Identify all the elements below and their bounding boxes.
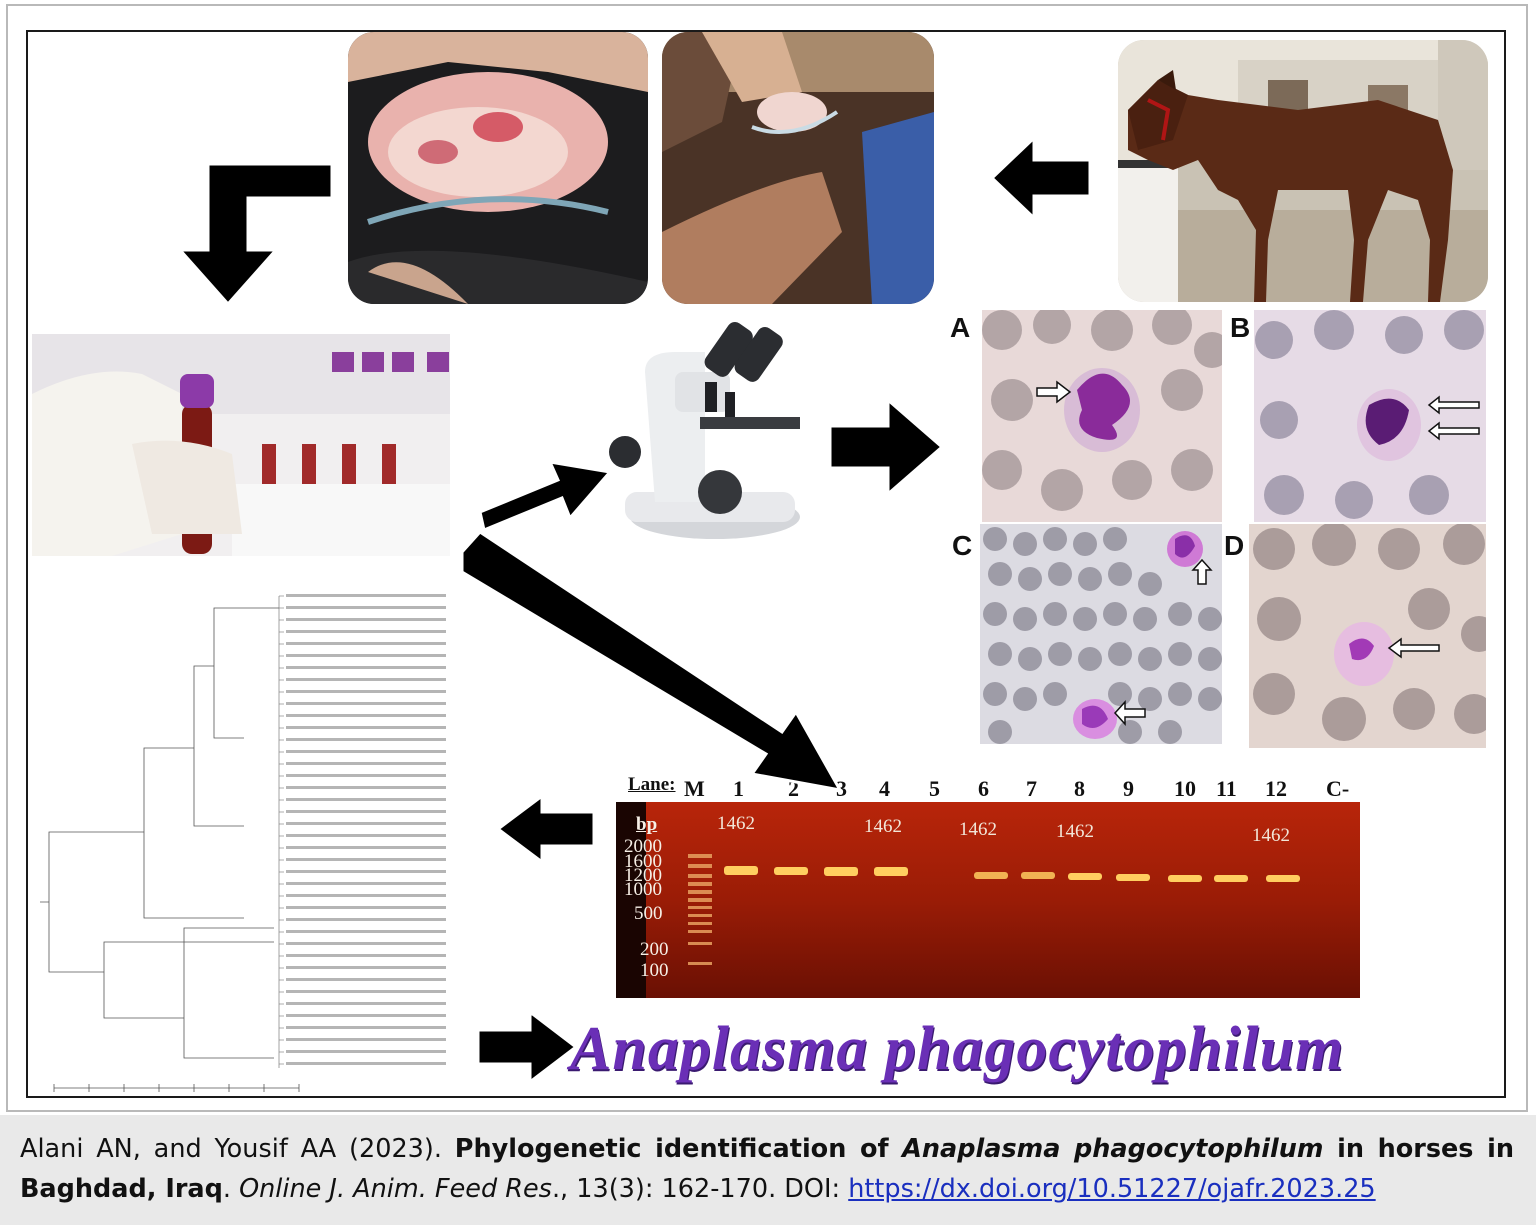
conjunctiva-photo-1	[348, 32, 648, 304]
band-label-lane-8: 1462	[1056, 821, 1094, 842]
gel-lane-9: 9	[1123, 776, 1134, 801]
ladder-200: 200	[640, 939, 669, 960]
gel-lane-1: 1	[733, 776, 744, 801]
conjunctiva-photo-2	[662, 32, 934, 304]
panel-label-c: C	[952, 530, 973, 561]
band-label-lane-1: 1462	[717, 813, 755, 834]
ladder-1200: 1200	[624, 865, 662, 886]
arrow-tree-to-species-icon	[476, 1010, 579, 1084]
panel-label-b: B	[1230, 312, 1251, 343]
gel-lane-7: 7	[1026, 776, 1037, 801]
arrow-microscope-to-smear-icon	[828, 398, 945, 496]
citation-volume-pages: ., 13(3): 162-170. DOI:	[551, 1174, 849, 1204]
species-title: Anaplasma phagocytophilum	[570, 1015, 1345, 1083]
gel-lane-8: 8	[1074, 776, 1085, 801]
blood-smear-panel-d	[1249, 524, 1486, 748]
gel-lane-11: 11	[1216, 776, 1237, 801]
arrow-gel-to-tree-icon	[496, 794, 596, 864]
gel-lane-12: 12	[1265, 776, 1287, 801]
gel-lane-5: 5	[929, 776, 940, 801]
horse-photo	[1118, 40, 1488, 302]
citation-title: Phylogenetic identification of Anaplasma…	[20, 1134, 1514, 1204]
ladder-100: 100	[640, 960, 669, 981]
arrow-blood-to-microscope-icon	[478, 460, 613, 533]
gel-lane-m: M	[684, 776, 705, 801]
gel-lane-6: 6	[978, 776, 989, 801]
arrow-blood-to-gel-icon	[460, 530, 843, 793]
band-label-lane-6: 1462	[959, 819, 997, 840]
gel-electrophoresis-image	[616, 802, 1360, 998]
panel-label-a: A	[950, 312, 971, 343]
gel-lane-header: Lane:	[628, 774, 676, 795]
gel-lane-2: 2	[788, 776, 799, 801]
panel-label-d: D	[1224, 530, 1245, 561]
doi-link[interactable]: https://dx.doi.org/10.51227/ojafr.2023.2…	[848, 1174, 1376, 1204]
citation-text: Alani AN, and Yousif AA (2023). Phylogen…	[20, 1134, 1514, 1204]
blood-tube-photo	[32, 334, 450, 556]
blood-smear-panel-b	[1254, 310, 1486, 522]
microscope-image	[605, 312, 805, 552]
blood-smear-panel-a	[982, 310, 1222, 522]
arrow-eye-to-blood-icon	[176, 162, 334, 307]
gel-lane-4: 4	[879, 776, 890, 801]
phylogenetic-tree	[34, 588, 464, 1100]
gel-lane-negative-control: C-	[1326, 776, 1350, 801]
citation-journal: Online J. Anim. Feed Res	[239, 1174, 552, 1204]
arrow-horse-to-eye-icon	[990, 136, 1092, 220]
ladder-1000: 1000	[624, 879, 662, 900]
ladder-1600: 1600	[624, 851, 662, 872]
ladder-500: 500	[634, 903, 663, 924]
blood-smear-panel-c	[980, 524, 1222, 744]
figure-outer-border	[6, 4, 1528, 1112]
gel-bp-label: bp	[636, 814, 658, 835]
gel-lane-10: 10	[1174, 776, 1196, 801]
citation-caption: Alani AN, and Yousif AA (2023). Phylogen…	[0, 1115, 1536, 1225]
citation-authors: Alani AN, and Yousif AA (2023).	[20, 1134, 455, 1164]
citation-title-species: Anaplasma phagocytophilum	[902, 1134, 1324, 1164]
gel-lane-3: 3	[836, 776, 847, 801]
band-label-lane-12: 1462	[1252, 825, 1290, 846]
band-label-lane-4: 1462	[864, 816, 902, 837]
ladder-2000: 2000	[624, 836, 662, 857]
